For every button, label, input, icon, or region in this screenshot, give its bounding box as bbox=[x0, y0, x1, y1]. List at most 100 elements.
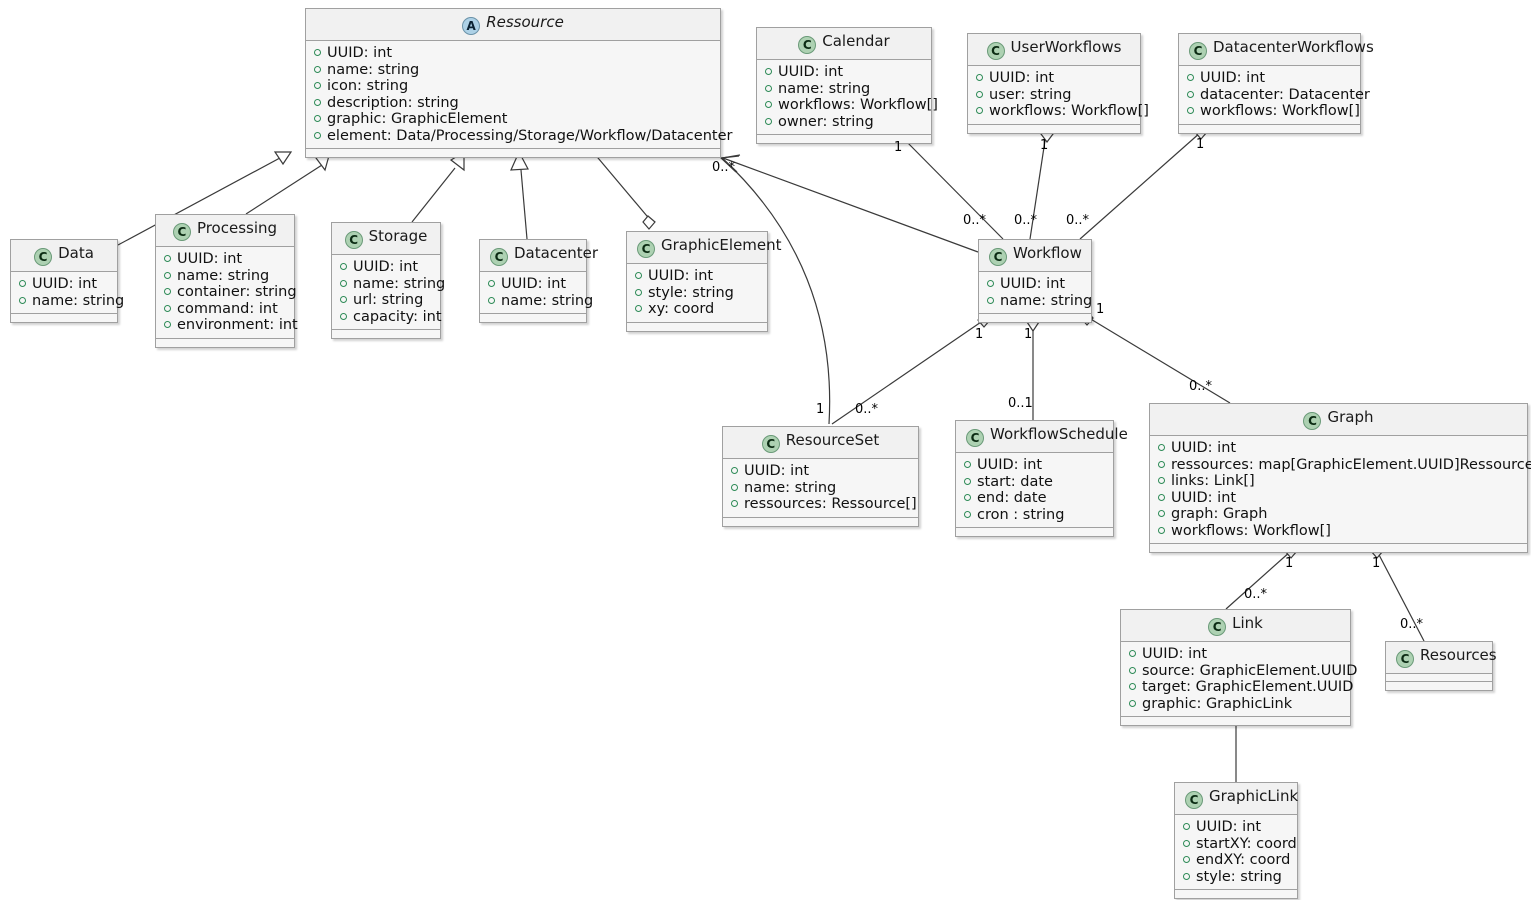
public-visibility-icon bbox=[340, 312, 347, 320]
class-name-graphicelement: GraphicElement bbox=[661, 236, 782, 254]
edge-storage-to-ressource bbox=[411, 167, 456, 223]
attribute-text: UUID: int bbox=[989, 70, 1055, 86]
attribute-row: environment: int bbox=[164, 317, 298, 334]
attribute-text: endXY: coord bbox=[1196, 852, 1291, 868]
public-visibility-icon bbox=[1183, 823, 1190, 830]
attribute-text: url: string bbox=[353, 292, 424, 308]
attribute-row: UUID: int bbox=[1183, 819, 1291, 836]
class-methods-data bbox=[11, 314, 117, 322]
abstract-class-icon: A bbox=[462, 17, 481, 35]
attribute-text: end: date bbox=[977, 490, 1047, 506]
attribute-text: command: int bbox=[177, 300, 278, 317]
attribute-text: links: Link[] bbox=[1171, 473, 1255, 489]
attribute-text: graph: Graph bbox=[1171, 506, 1268, 522]
uml-class-resources[interactable]: C Resources bbox=[1385, 641, 1497, 691]
multiplicity-label: 0..* bbox=[1014, 213, 1038, 228]
public-visibility-icon bbox=[635, 305, 642, 312]
multiplicity-label: 1 bbox=[1040, 138, 1049, 153]
public-visibility-icon bbox=[164, 304, 171, 312]
attribute-row: UUID: int bbox=[731, 463, 912, 480]
public-visibility-icon bbox=[964, 510, 971, 518]
attribute-row: description: string bbox=[314, 95, 714, 112]
class-icon: C bbox=[761, 435, 780, 453]
attribute-row: graphic: GraphicElement bbox=[314, 111, 714, 128]
class-icon: C bbox=[1396, 650, 1414, 668]
class-methods-datacenterworkflows bbox=[1179, 124, 1360, 133]
attribute-text: graphic: GraphicLink bbox=[1142, 695, 1293, 712]
class-icon: C bbox=[34, 248, 53, 266]
public-visibility-icon bbox=[635, 272, 642, 279]
class-icon: C bbox=[490, 248, 508, 266]
class-methods-resources bbox=[1386, 682, 1492, 690]
public-visibility-icon bbox=[765, 84, 772, 92]
attribute-row: UUID: int bbox=[987, 276, 1085, 293]
public-visibility-icon bbox=[976, 107, 983, 114]
attribute-text: UUID: int bbox=[1171, 489, 1237, 506]
public-visibility-icon bbox=[488, 296, 495, 304]
attribute-row: UUID: int bbox=[164, 251, 288, 268]
diamond-aggregation-graphicelement bbox=[642, 215, 656, 230]
public-visibility-icon bbox=[987, 280, 994, 287]
multiplicity-label: 0..* bbox=[1400, 617, 1424, 632]
public-visibility-icon bbox=[314, 98, 321, 106]
public-visibility-icon bbox=[964, 494, 971, 501]
attribute-row: datacenter: Datacenter bbox=[1187, 87, 1370, 104]
public-visibility-icon bbox=[1158, 460, 1165, 468]
attribute-text: workflows: Workflow[] bbox=[989, 103, 1149, 119]
attribute-row: UUID: int bbox=[19, 276, 111, 293]
public-visibility-icon bbox=[1187, 90, 1194, 98]
attribute-text: name: string bbox=[327, 61, 420, 78]
attribute-text: name: string bbox=[353, 275, 446, 292]
multiplicity-label: 0..* bbox=[1066, 213, 1090, 228]
class-name-resources: Resources bbox=[1420, 646, 1497, 664]
class-methods-workflowschedule bbox=[956, 528, 1113, 536]
attribute-row: name: string bbox=[164, 268, 288, 285]
class-name-workflow: Workflow bbox=[1013, 244, 1082, 262]
attribute-row: start: date bbox=[964, 474, 1107, 491]
attribute-row: UUID: int bbox=[340, 259, 434, 276]
attribute-row: name: string bbox=[314, 62, 714, 79]
edge-datacenterworkflows-to-workflow bbox=[1079, 131, 1202, 240]
attribute-text: startXY: coord bbox=[1196, 835, 1297, 852]
attribute-text: UUID: int bbox=[353, 259, 419, 275]
class-icon: C bbox=[172, 223, 191, 241]
public-visibility-icon bbox=[1129, 683, 1136, 690]
class-name-datacenterworkflows: DatacenterWorkflows bbox=[1213, 38, 1374, 56]
attribute-row: capacity: int bbox=[340, 309, 442, 326]
class-methods-storage bbox=[332, 330, 440, 338]
public-visibility-icon bbox=[164, 321, 171, 328]
attribute-text: UUID: int bbox=[1000, 276, 1066, 292]
class-icon: C bbox=[1208, 618, 1227, 636]
multiplicity-label: 0..* bbox=[712, 160, 736, 175]
attribute-row: workflows: Workflow[] bbox=[1187, 103, 1360, 120]
class-name-calendar: Calendar bbox=[822, 32, 890, 50]
public-visibility-icon bbox=[19, 296, 26, 304]
class-name-link: Link bbox=[1232, 614, 1263, 632]
attribute-text: name: string bbox=[778, 80, 871, 97]
multiplicity-label: 1 bbox=[1372, 556, 1381, 571]
attribute-row: ressources: Ressource[] bbox=[731, 496, 917, 513]
attribute-row: command: int bbox=[164, 301, 288, 318]
public-visibility-icon bbox=[340, 263, 347, 270]
attribute-text: source: GraphicElement.UUID bbox=[1142, 662, 1358, 679]
